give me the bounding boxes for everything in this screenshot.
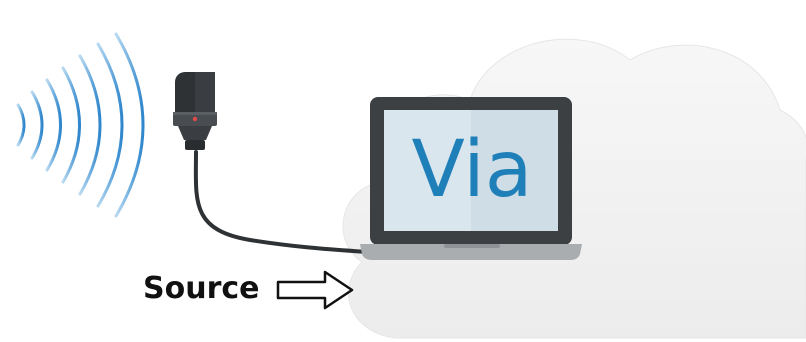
microphone-icon [173, 72, 217, 150]
cable [193, 150, 370, 254]
laptop-icon: Via [360, 97, 582, 260]
source-label: Source [143, 271, 260, 306]
laptop-screen-brand: Via [411, 125, 532, 215]
arrow-right-outline-icon [276, 270, 354, 310]
sound-waves-icon [16, 32, 145, 218]
